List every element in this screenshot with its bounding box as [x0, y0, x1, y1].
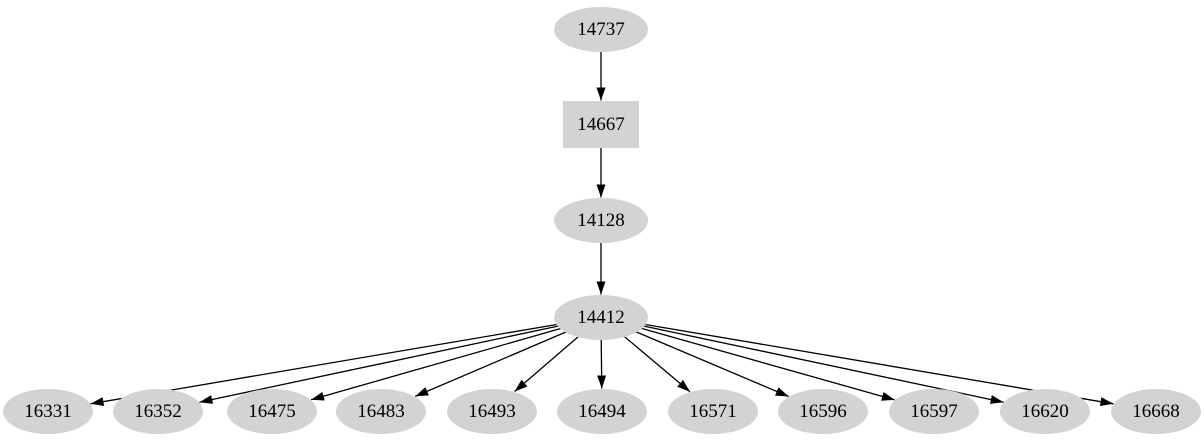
graph-node-16493: 16493	[447, 388, 537, 434]
graph-node-16331: 16331	[3, 388, 93, 434]
edge-14412-16483	[414, 331, 567, 397]
graph-node-16596: 16596	[778, 388, 868, 434]
graph-node-16668: 16668	[1111, 388, 1201, 434]
graph-node-14737: 14737	[554, 6, 648, 52]
edge-14412-16494	[597, 339, 607, 389]
graph-node-14412: 14412	[554, 294, 648, 340]
edge-14412-16571	[623, 336, 691, 393]
graph-node-16571: 16571	[668, 388, 758, 434]
graph-node-16494: 16494	[557, 388, 647, 434]
graph-node-16597: 16597	[889, 388, 979, 434]
graph-node-16352: 16352	[113, 388, 203, 434]
graph-node-14667: 14667	[563, 100, 639, 148]
edge-14412-16493	[514, 336, 579, 392]
graph-node-16483: 16483	[336, 388, 426, 434]
edge-14412-16475	[310, 327, 561, 401]
graph-node-16475: 16475	[227, 388, 317, 434]
edge-14412-16596	[635, 331, 789, 398]
graph-node-16620: 16620	[1000, 388, 1090, 434]
edge-14412-16597	[641, 327, 895, 401]
graph-node-14128: 14128	[554, 197, 648, 243]
